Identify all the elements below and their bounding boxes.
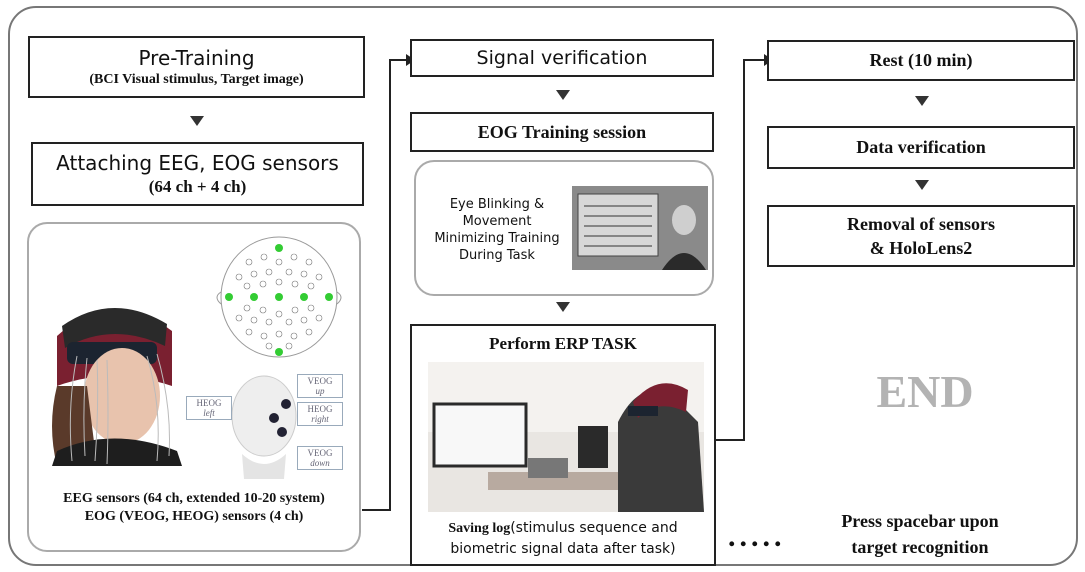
heog-left-line1: HEOG — [196, 398, 222, 408]
saving-log-caption: Saving log(stimulus sequence and biometr… — [412, 518, 714, 559]
heog-right-line2: right — [311, 414, 329, 424]
sensor-caption: EEG sensors (64 ch, extended 10-20 syste… — [29, 490, 359, 526]
subject-photo — [37, 276, 187, 466]
eog-training-box: EOG Training session — [410, 112, 714, 152]
veog-down-label: VEOG down — [297, 446, 343, 470]
heog-right-line1: HEOG — [307, 404, 333, 414]
end-label: END — [876, 366, 974, 417]
arrow-down-icon — [915, 96, 929, 106]
caption-line2: EOG (VEOG, HEOG) sensors (4 ch) — [84, 509, 304, 524]
eye-text-line1: Eye Blinking & — [449, 197, 545, 212]
erp-task-photo — [428, 362, 704, 512]
arrow-down-icon — [556, 90, 570, 100]
caption-line1: EEG sensors (64 ch, extended 10-20 syste… — [63, 491, 325, 506]
eeg-electrode-map — [216, 236, 342, 358]
press-line2: target recognition — [851, 537, 989, 557]
signal-verification-box: Signal verification — [410, 39, 714, 77]
training-monitor-photo — [572, 186, 708, 270]
pretraining-title: Pre-Training — [138, 46, 255, 70]
attach-title: Attaching EEG, EOG sensors — [56, 151, 339, 175]
heog-left-line2: left — [203, 408, 215, 418]
eog-training-label: EOG Training session — [477, 121, 647, 142]
removal-line2: & HoloLens2 — [869, 238, 973, 258]
veog-up-label: VEOG up — [297, 374, 343, 398]
eye-text-line4: During Task — [459, 248, 535, 263]
heog-right-label: HEOG right — [297, 402, 343, 426]
pretraining-box: Pre-Training (BCI Visual stimulus, Targe… — [28, 36, 365, 98]
ellipsis-dots: ..... — [728, 520, 786, 553]
connector-col1-col2 — [362, 54, 415, 511]
data-verification-box: Data verification — [767, 126, 1075, 169]
arrow-down-icon — [556, 302, 570, 312]
saving-log-line2: biometric signal data after task) — [450, 541, 676, 557]
saving-log-rest: (stimulus sequence and — [510, 520, 678, 536]
veog-up-line2: up — [315, 386, 325, 396]
press-spacebar-note: Press spacebar upon target recognition — [800, 508, 1040, 560]
eye-training-text: Eye Blinking & Movement Minimizing Train… — [422, 196, 572, 264]
rest-label: Rest (10 min) — [869, 50, 973, 70]
eog-head-diagram — [231, 375, 297, 479]
erp-task-title: Perform ERP TASK — [489, 334, 637, 353]
eye-text-line3: Minimizing Training — [434, 231, 560, 246]
veog-up-line1: VEOG — [307, 376, 333, 386]
pretraining-subtitle: (BCI Visual stimulus, Target image) — [89, 72, 304, 87]
signal-verification-label: Signal verification — [476, 47, 648, 69]
arrow-down-icon — [190, 116, 204, 126]
rest-box: Rest (10 min) — [767, 40, 1075, 81]
arrow-down-icon — [915, 180, 929, 190]
veog-down-line1: VEOG — [307, 448, 333, 458]
erp-task-panel: Perform ERP TASK Saving log(stimulus seq… — [410, 324, 716, 566]
attach-sensors-box: Attaching EEG, EOG sensors (64 ch + 4 ch… — [31, 142, 364, 206]
attach-subtitle: (64 ch + 4 ch) — [148, 177, 247, 196]
eye-text-line2: Movement — [462, 214, 532, 229]
removal-box: Removal of sensors & HoloLens2 — [767, 205, 1075, 267]
data-verification-label: Data verification — [856, 137, 986, 157]
press-line1: Press spacebar upon — [841, 511, 999, 531]
eye-training-panel: Eye Blinking & Movement Minimizing Train… — [414, 160, 714, 296]
saving-log-bold: Saving log — [448, 521, 511, 536]
veog-down-line2: down — [310, 458, 330, 468]
sensor-panel: VEOG up HEOG left HEOG right VEOG down E… — [27, 222, 361, 552]
removal-line1: Removal of sensors — [847, 214, 995, 234]
connector-col2-col3 — [716, 54, 773, 441]
heog-left-label: HEOG left — [186, 396, 232, 420]
